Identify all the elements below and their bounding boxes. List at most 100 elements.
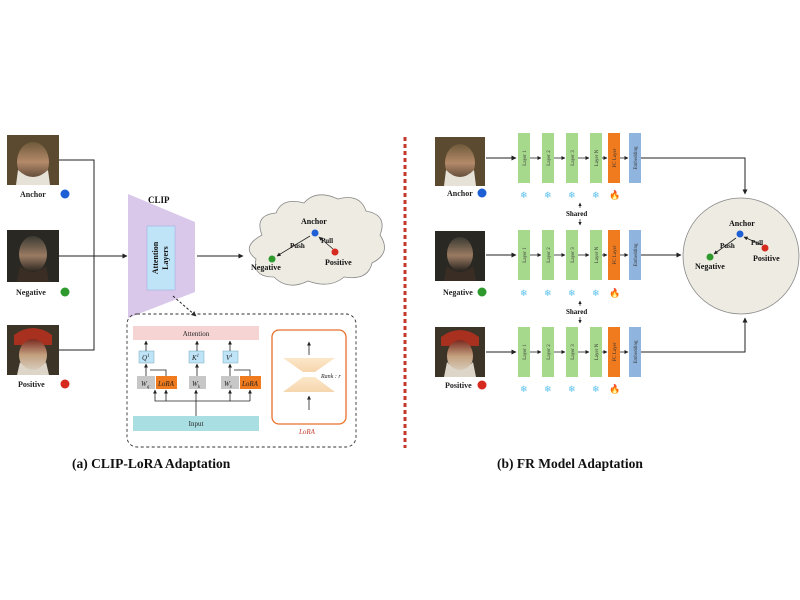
lora-caption: LoRA (298, 428, 316, 436)
circle-anchor-label: Anchor (729, 219, 755, 228)
svg-text:Attention: Attention (151, 241, 160, 274)
svg-text:Layer N: Layer N (595, 246, 600, 263)
q-label: Q (142, 354, 147, 362)
input-bar-label: Input (189, 420, 204, 428)
push-arrow (276, 235, 311, 257)
lora-down-proj (283, 358, 335, 372)
svg-text:❄: ❄ (568, 289, 576, 299)
cloud-positive-label: Positive (325, 258, 352, 267)
flame-icon: 🔥 (609, 287, 620, 299)
attention-layers-label: Attention Layers (151, 241, 170, 274)
layer-3 (566, 133, 578, 183)
label-anchor-left: Anchor (20, 190, 46, 199)
svg-text:LoRA: LoRA (241, 380, 259, 388)
svg-text:Layer 2: Layer 2 (547, 344, 552, 360)
svg-text:Layer N: Layer N (595, 343, 600, 360)
svg-text:Layers: Layers (161, 246, 170, 270)
face-anchor-left (7, 135, 59, 185)
zoom-arrow (172, 295, 197, 317)
face-positive-left (7, 325, 59, 375)
svg-text:FC Layer: FC Layer (613, 342, 618, 361)
cloud-anchor-point (311, 229, 319, 237)
input-bar (133, 416, 259, 431)
svg-text:Layer 1: Layer 1 (523, 150, 528, 166)
svg-text:Layer 3: Layer 3 (571, 344, 576, 360)
svg-text:Q1: Q1 (142, 354, 150, 362)
rank-label: Rank : r (320, 374, 341, 380)
cloud-anchor-label: Anchor (301, 217, 327, 226)
attention-bar (133, 326, 259, 340)
svg-text:❄: ❄ (568, 191, 576, 201)
wq-box (137, 376, 155, 389)
lora-up-proj (283, 377, 335, 392)
q-box (138, 350, 155, 364)
svg-text:Layer 1: Layer 1 (523, 344, 528, 360)
wv-box (221, 376, 239, 389)
layer-1 (518, 133, 530, 183)
svg-text:Layer 3: Layer 3 (571, 150, 576, 166)
v-box (222, 350, 239, 364)
svg-text:❄: ❄ (520, 191, 528, 201)
svg-text:Wk: Wk (192, 380, 201, 390)
embedding-cloud: Anchor Push Pull Negative Positive (248, 194, 385, 286)
layer-n (590, 133, 602, 183)
shared-label-1: Shared (566, 210, 587, 218)
face-anchor-right (435, 137, 485, 186)
wk-box (189, 376, 206, 389)
svg-text:K1: K1 (191, 354, 199, 362)
right-panel: Anchor Negative Positive Layer 1 La (435, 133, 800, 471)
fr-pipeline-anchor: Layer 1 Layer 2 Layer 3 Layer N FC Layer… (486, 133, 641, 201)
caption-b: (b) FR Model Adaptation (497, 456, 643, 471)
k-box (188, 350, 205, 364)
caption-a: (a) CLIP-LoRA Adaptation (72, 456, 231, 471)
attention-detail-box: Attention Input Q1 K1 V1 Wq LoRA Wk Wv L… (126, 313, 357, 448)
v-label: V (226, 354, 231, 362)
layer-2 (542, 133, 554, 183)
pull-arrow (318, 236, 334, 250)
circle-pull-label: Pull (751, 239, 763, 247)
svg-text:Layer 2: Layer 2 (547, 247, 552, 263)
left-panel: Anchor Negative Positive CLIP Attention … (7, 135, 385, 471)
fr-pipeline-positive: Layer 1 Layer 2 Layer 3 Layer N FC Layer… (486, 327, 641, 395)
cloud-pull-label: Pull (321, 237, 333, 245)
svg-text:LoRA: LoRA (157, 380, 175, 388)
snowflake-icon: ❄❄❄❄ (520, 191, 600, 201)
embedding-space-circle: Anchor Push Pull Negative Positive (682, 197, 800, 315)
svg-text:❄: ❄ (592, 191, 600, 201)
anchor-dot-right (477, 188, 487, 198)
lora-q-box (156, 376, 177, 389)
svg-text:Embedding: Embedding (634, 243, 639, 267)
negative-dot-right (477, 287, 487, 297)
positive-dot (60, 379, 70, 389)
svg-text:Wq: Wq (141, 380, 150, 390)
svg-text:❄: ❄ (520, 385, 528, 395)
svg-text:Embedding: Embedding (634, 340, 639, 364)
svg-text:❄: ❄ (592, 385, 600, 395)
svg-text:FC Layer: FC Layer (613, 148, 618, 167)
label-negative-right: Negative (443, 288, 473, 297)
embedding-layer (629, 133, 641, 183)
shared-label-2: Shared (566, 308, 587, 316)
svg-text:Layer 2: Layer 2 (547, 150, 552, 166)
svg-text:Embedding: Embedding (634, 146, 639, 170)
label-anchor-right: Anchor (447, 189, 473, 198)
fr-pipeline-negative: Layer 1 Layer 2 Layer 3 Layer N FC Layer… (486, 230, 641, 299)
lora-module (271, 329, 347, 425)
flame-icon: 🔥 (609, 383, 620, 395)
circle-positive-label: Positive (753, 254, 780, 263)
k-label: K (191, 354, 197, 362)
circle-push-label: Push (720, 242, 735, 250)
svg-text:❄: ❄ (568, 385, 576, 395)
cloud-positive-point (331, 248, 339, 256)
label-positive-right: Positive (445, 381, 472, 390)
svg-text:❄: ❄ (544, 289, 552, 299)
cloud-push-label: Push (290, 242, 305, 250)
svg-text:❄: ❄ (544, 385, 552, 395)
svg-text:Layer N: Layer N (595, 149, 600, 166)
svg-text:❄: ❄ (520, 289, 528, 299)
flame-icon: 🔥 (609, 189, 620, 201)
input-connectors (59, 159, 128, 351)
clip-title: CLIP (148, 195, 170, 205)
label-positive-left: Positive (18, 380, 45, 389)
